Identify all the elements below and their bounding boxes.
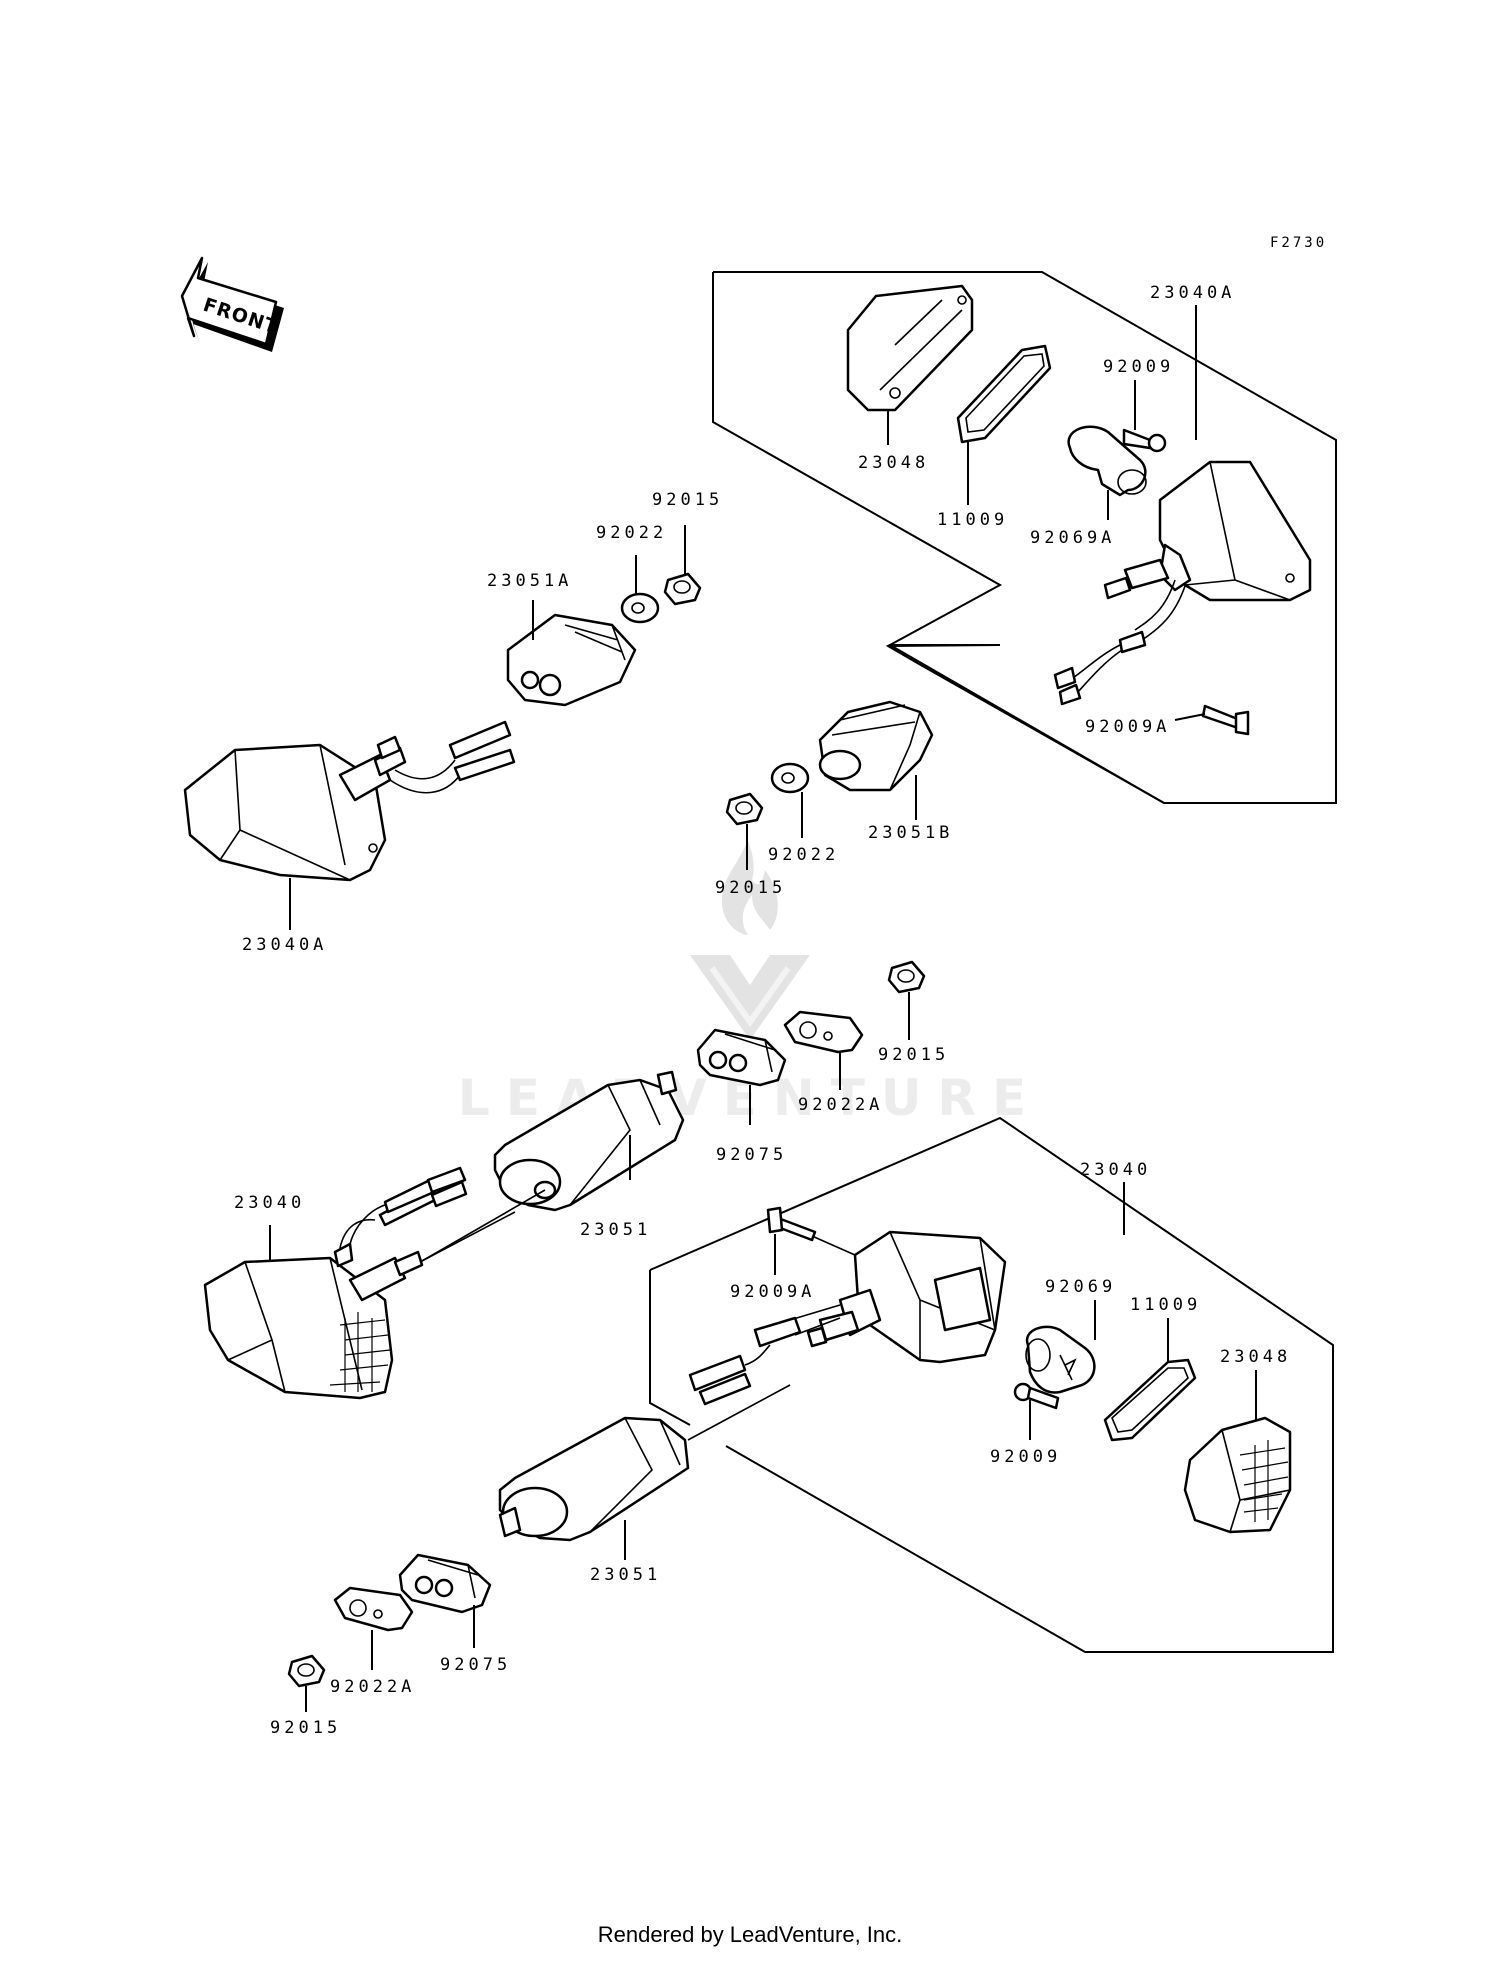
callout-23051A: 23051A bbox=[487, 571, 572, 591]
callout-92075-c: 92075 bbox=[716, 1145, 787, 1165]
screw-92009-top bbox=[1122, 428, 1167, 453]
housing-23040-left bbox=[203, 1166, 516, 1400]
hatch-pattern-bottom bbox=[1239, 1440, 1289, 1522]
gasket-11009-bottom bbox=[1103, 1358, 1197, 1442]
gasket-11009-top bbox=[956, 344, 1052, 444]
figure-code: F2730 bbox=[1270, 235, 1327, 251]
plate-92022A-c bbox=[783, 1010, 864, 1054]
nut-92015-b bbox=[725, 792, 764, 826]
screw-92009A-top bbox=[1201, 704, 1250, 736]
sleeve-23051-d bbox=[498, 1384, 791, 1542]
callout-23040-left: 23040 bbox=[234, 1193, 305, 1213]
callout-92069A: 92069A bbox=[1030, 528, 1115, 548]
bulb-92069 bbox=[1025, 1325, 1096, 1394]
callout-92015-b: 92015 bbox=[715, 878, 786, 898]
hatch-pattern bbox=[329, 1312, 391, 1392]
nut-92015-c bbox=[887, 960, 926, 994]
callout-92009-bottom: 92009 bbox=[990, 1447, 1061, 1467]
footer-credit: Rendered by LeadVenture, Inc. bbox=[597, 1922, 903, 1947]
callout-23040A-left: 23040A bbox=[242, 935, 327, 955]
front-arrow-icon: FRONT bbox=[180, 256, 284, 352]
callout-23051-d: 23051 bbox=[590, 1565, 661, 1585]
grommet-92075-c bbox=[696, 1028, 787, 1087]
washer-92022-a bbox=[620, 592, 660, 624]
callout-23048-top: 23048 bbox=[858, 453, 929, 473]
leader-lines bbox=[269, 305, 1257, 1712]
housing-23040A-top bbox=[1053, 460, 1312, 706]
housing-23040A-left bbox=[183, 720, 516, 882]
grommet-92075-d bbox=[398, 1553, 492, 1614]
callout-23051B: 23051B bbox=[868, 823, 953, 843]
callout-92015-d: 92015 bbox=[270, 1718, 341, 1738]
callout-23040A-top: 23040A bbox=[1150, 283, 1235, 303]
screw-92009-bottom bbox=[1013, 1382, 1060, 1410]
callout-11009-top: 11009 bbox=[937, 510, 1008, 530]
screw-92009A-bottom bbox=[766, 1206, 856, 1256]
callout-23051-c: 23051 bbox=[580, 1220, 651, 1240]
callout-23048-bottom: 23048 bbox=[1220, 1347, 1291, 1367]
washer-92022-b bbox=[770, 762, 810, 794]
leadventure-logo-icon bbox=[690, 840, 810, 1040]
housing-23040-right bbox=[688, 1230, 1007, 1406]
nut-92015-d bbox=[287, 1654, 326, 1688]
grommet-23051B bbox=[818, 700, 934, 792]
nut-92015-a bbox=[663, 572, 702, 606]
lens-23048-top bbox=[846, 284, 974, 412]
callout-92009-top: 92009 bbox=[1103, 357, 1174, 377]
callout-92022A-c: 92022A bbox=[798, 1095, 883, 1115]
grommet-23051A bbox=[506, 613, 637, 707]
callout-92022A-d: 92022A bbox=[330, 1677, 415, 1697]
callout-23040-right: 23040 bbox=[1080, 1160, 1151, 1180]
callout-92015-a: 92015 bbox=[652, 490, 723, 510]
lens-23048-bottom bbox=[1183, 1416, 1292, 1534]
callout-92022-b: 92022 bbox=[768, 845, 839, 865]
bulb-92069A bbox=[1067, 425, 1147, 497]
assembly-box-bottom bbox=[649, 1116, 1334, 1653]
callout-92009A-bottom: 92009A bbox=[730, 1282, 815, 1302]
callout-92022-a: 92022 bbox=[596, 523, 667, 543]
callout-11009-bottom: 11009 bbox=[1130, 1295, 1201, 1315]
callout-92075-d: 92075 bbox=[440, 1655, 511, 1675]
plate-92022A-d bbox=[333, 1586, 414, 1632]
callout-92009A-top: 92009A bbox=[1085, 717, 1170, 737]
callout-92015-c: 92015 bbox=[878, 1045, 949, 1065]
callout-92069: 92069 bbox=[1045, 1277, 1116, 1297]
